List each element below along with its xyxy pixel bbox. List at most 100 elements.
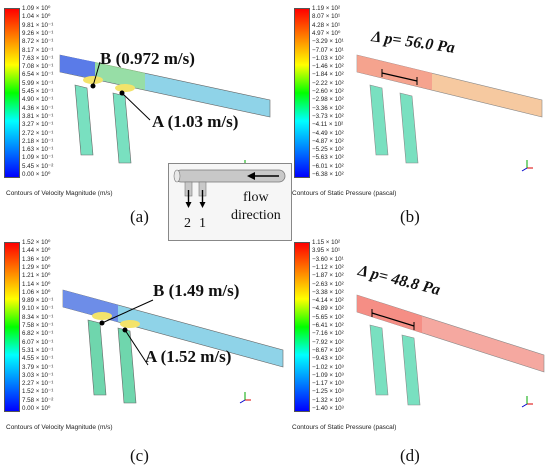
colorbar-tick-label: −4.11 × 10² (312, 121, 344, 129)
annotation-b-c: B (1.49 m/s) (153, 281, 240, 300)
colorbar-tick-label: 1.09 × 10⁰ (22, 5, 51, 12)
colorbar-tick-label: −2.22 × 10² (312, 79, 344, 87)
colorbar-tick-label: −4.49 × 10² (312, 129, 344, 137)
colorbar-tick-label: −1.40 × 10³ (312, 405, 344, 412)
colorbar-tick-label: −1.17 × 10³ (312, 380, 344, 388)
colorbar-tick-label: 1.14 × 10⁰ (22, 280, 51, 288)
colorbar-tick-label: −6.41 × 10² (312, 322, 344, 329)
colorbar-tick-label: −5.65 × 10² (312, 313, 344, 321)
colorbar-tick-label: −8.67 × 10² (312, 346, 344, 354)
caption-d: Contours of Static Pressure (pascal) (292, 424, 397, 431)
colorbar-tick-label: 6.07 × 10⁻¹ (22, 338, 54, 346)
colorbar-tick-label: 0.00 × 10⁰ (22, 405, 51, 412)
colorbar-tick-label: 2.18 × 10⁻¹ (22, 137, 54, 145)
flow-label-line2: direction (231, 208, 281, 223)
flow-direction-inset: flow direction 2 1 (168, 163, 292, 241)
axis-triad-icon (521, 396, 533, 408)
colorbar-tick-label: 1.29 × 10⁰ (22, 263, 51, 271)
pipe-geometry-c (62, 289, 284, 404)
colorbar-tick-label: −3.29 × 10¹ (312, 38, 344, 46)
colorbar-tick-label: 3.27 × 10⁻¹ (22, 121, 54, 129)
annotation-a-c: A (1.52 m/s) (145, 347, 232, 366)
panel-label-a: (a) (130, 207, 149, 226)
colorbar-tick-label: −9.43 × 10² (312, 355, 344, 363)
axis-triad-icon (521, 160, 533, 172)
colorbar-tick-label: 7.58 × 10⁻¹ (22, 322, 54, 329)
colorbar-tick-label: 5.31 × 10⁻¹ (22, 346, 54, 354)
colorbar-tick-label: −1.12 × 10² (312, 263, 344, 271)
annotation-a-a: A (1.03 m/s) (152, 112, 239, 131)
colorbar-tick-label: −7.07 × 10¹ (312, 46, 344, 54)
colorbar-tick-label: 8.07 × 10¹ (312, 13, 341, 21)
velocity-colorbar-a (4, 8, 20, 178)
panel-label-c: (c) (130, 446, 149, 465)
colorbar-tick-label: 0.00 × 10⁰ (22, 171, 51, 178)
colorbar-tick-label: −1.02 × 10³ (312, 363, 344, 371)
flow-label-line1: flow (243, 190, 269, 205)
colorbar-tick-label: 1.19 × 10² (312, 5, 341, 12)
colorbar-tick-label: 5.45 × 10⁻² (22, 162, 54, 170)
colorbar-tick-label: 3.03 × 10⁻¹ (22, 371, 54, 379)
colorbar-tick-label: −5.63 × 10² (312, 154, 344, 162)
colorbar-tick-label: 1.52 × 10⁻¹ (22, 388, 54, 396)
colorbar-tick-label: 4.97 × 10⁰ (312, 29, 341, 37)
pipe-geometry-d (356, 294, 545, 406)
branch-label-2: 2 (184, 216, 191, 231)
colorbar-tick-label: −1.09 × 10³ (312, 371, 344, 379)
caption-c: Contours of Velocity Magnitude (m/s) (6, 424, 113, 431)
colorbar-tick-label: 4.28 × 10¹ (312, 21, 341, 29)
velocity-colorbar-c (4, 242, 20, 412)
colorbar-tick-label: 9.81 × 10⁻¹ (22, 21, 54, 29)
colorbar-tick-label: −4.87 × 10² (312, 137, 344, 145)
colorbar-tick-label: 8.72 × 10⁻¹ (22, 38, 54, 46)
colorbar-tick-label: 1.36 × 10⁰ (22, 255, 51, 263)
colorbar-tick-label: −7.16 × 10² (312, 330, 344, 338)
colorbar-tick-label: −3.60 × 10¹ (312, 255, 344, 263)
colorbar-tick-label: 7.58 × 10⁻² (22, 396, 54, 404)
colorbar-tick-label: 9.89 × 10⁻¹ (22, 297, 54, 305)
colorbar-tick-label: 1.04 × 10⁰ (22, 13, 51, 21)
colorbar-tick-label: 1.15 × 10² (312, 239, 341, 246)
panel-label-d: (d) (400, 446, 420, 465)
colorbar-tick-label: 2.72 × 10⁻¹ (22, 129, 54, 137)
colorbar-tick-label: −1.46 × 10² (312, 63, 344, 71)
pressure-colorbar-d (294, 242, 310, 412)
annotation-b-a: B (0.972 m/s) (100, 49, 195, 68)
colorbar-tick-label: −1.87 × 10² (312, 272, 344, 280)
colorbar-tick-label: 1.06 × 10⁰ (22, 288, 51, 296)
colorbar-tick-label: −1.03 × 10² (312, 54, 344, 62)
pressure-colorbar-b (294, 8, 310, 178)
colorbar-tick-label: −2.98 × 10² (312, 96, 344, 104)
caption-b: Contours of Static Pressure (pascal) (292, 190, 397, 197)
colorbar-tick-label: −3.36 × 10² (312, 104, 344, 112)
colorbar-tick-label: 1.09 × 10⁻¹ (22, 154, 54, 162)
colorbar-tick-label: 1.21 × 10⁰ (22, 272, 51, 280)
colorbar-tick-label: −2.60 × 10² (312, 88, 344, 95)
colorbar-tick-label: −5.25 × 10² (312, 146, 344, 154)
branch-label-1: 1 (199, 216, 206, 231)
colorbar-tick-label: 4.90 × 10⁻¹ (22, 96, 54, 104)
panel-label-b: (b) (400, 207, 420, 226)
colorbar-tick-label: 3.95 × 10¹ (312, 247, 341, 255)
colorbar-tick-label: 1.44 × 10⁰ (22, 247, 51, 255)
colorbar-tick-label: −1.32 × 10³ (312, 396, 344, 404)
colorbar-tick-label: 2.27 × 10⁻¹ (22, 380, 54, 388)
colorbar-tick-label: −6.38 × 10² (312, 171, 344, 178)
pipe-geometry-a (59, 54, 271, 164)
colorbar-tick-label: −3.38 × 10² (312, 288, 344, 296)
colorbar-tick-label: 8.17 × 10⁻¹ (22, 46, 54, 54)
colorbar-tick-label: −4.14 × 10² (312, 297, 344, 305)
colorbar-tick-label: 7.63 × 10⁻¹ (22, 54, 54, 62)
colorbar-tick-label: −7.92 × 10² (312, 338, 344, 346)
colorbar-tick-label: 4.55 × 10⁻¹ (22, 355, 54, 363)
colorbar-tick-label: 5.99 × 10⁻¹ (22, 79, 54, 87)
axis-triad-icon (239, 392, 251, 404)
colorbar-tick-label: 6.54 × 10⁻¹ (22, 71, 54, 79)
caption-a: Contours of Velocity Magnitude (m/s) (6, 190, 113, 197)
colorbar-tick-label: −4.89 × 10² (312, 305, 344, 313)
colorbar-tick-label: −2.63 × 10² (312, 280, 344, 288)
colorbar-tick-label: 1.63 × 10⁻¹ (22, 146, 54, 154)
colorbar-tick-label: −1.84 × 10² (312, 71, 344, 79)
